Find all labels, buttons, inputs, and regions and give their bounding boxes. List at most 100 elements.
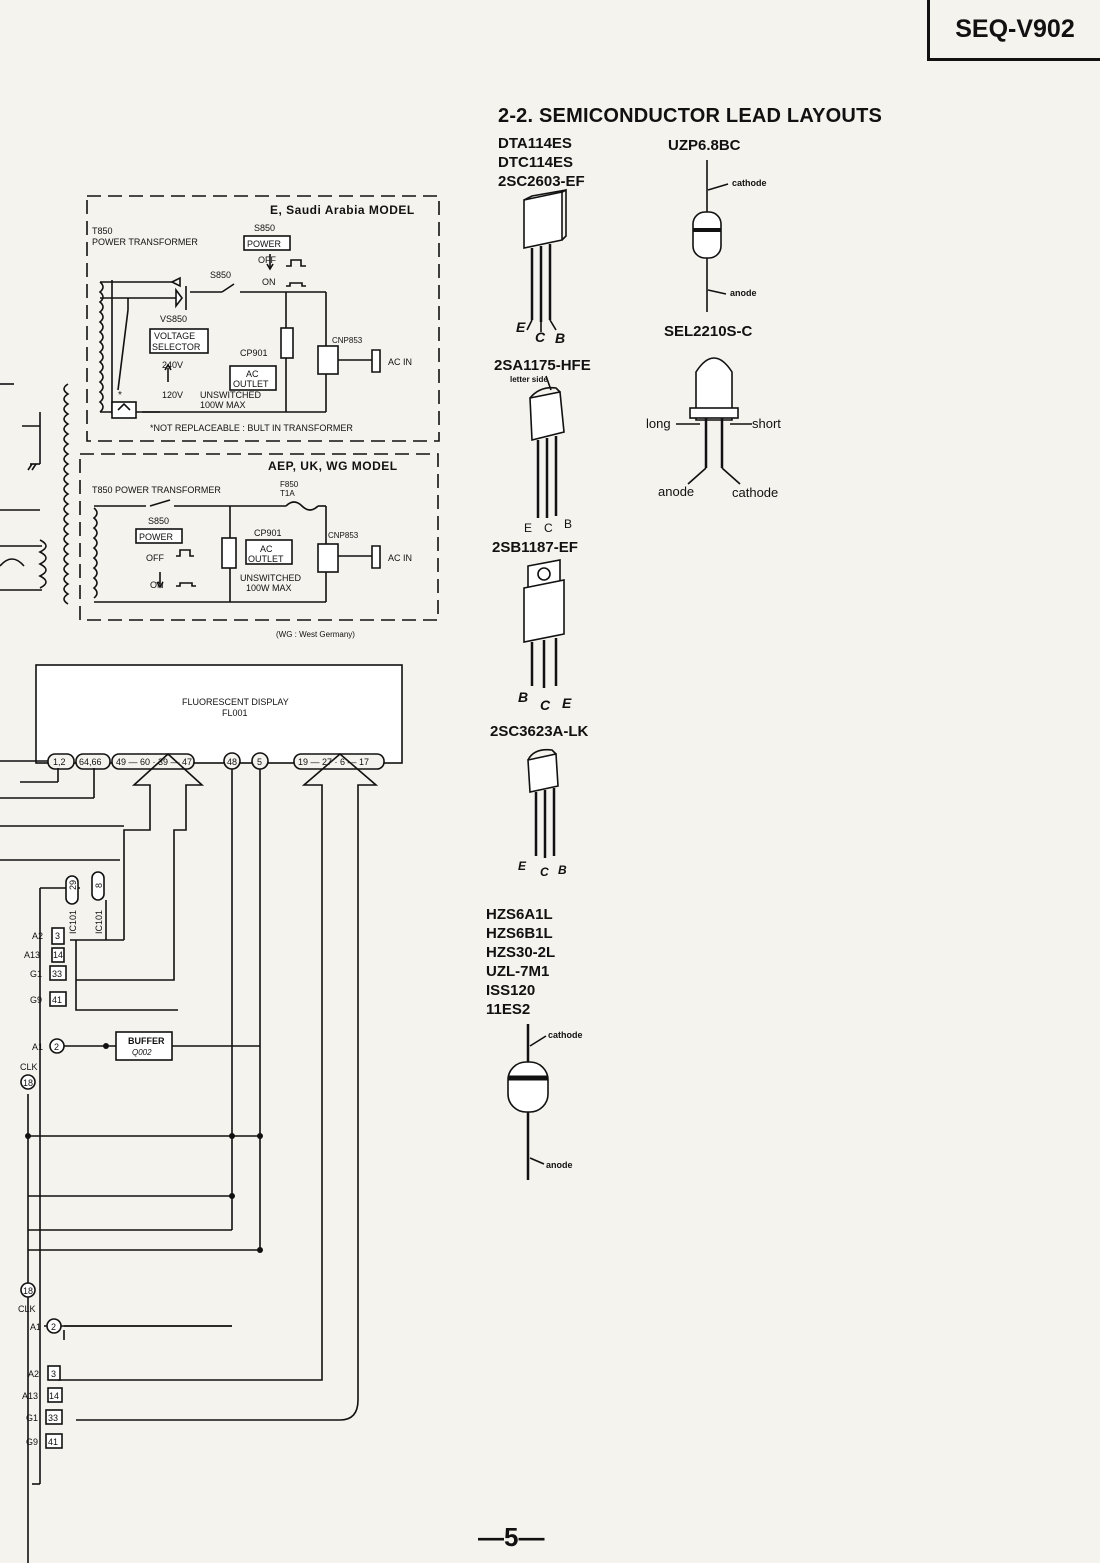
buffer-label: BUFFER <box>128 1036 165 1046</box>
led-cathode-label: cathode <box>732 485 778 500</box>
page-number: —5— <box>478 1522 545 1552</box>
pin-number: 3 <box>55 931 60 941</box>
part-number: DTA114ES <box>498 135 572 152</box>
part-group-sel2210: SEL2210S-C <box>664 322 752 341</box>
transistor-to92-icon <box>523 188 567 332</box>
cathode-label: cathode <box>732 178 767 188</box>
cp901-label: CP901 <box>240 348 268 358</box>
led-long-label: long <box>646 416 671 431</box>
note-label: *NOT REPLACEABLE : BULT IN TRANSFORMER <box>150 423 353 433</box>
off-label: OFF <box>258 255 276 265</box>
ic101-label: IC101 <box>68 910 78 934</box>
junction-dots <box>25 1043 263 1253</box>
aep-cnp853-label: CNP853 <box>328 531 359 540</box>
part-number: UZL-7M1 <box>486 963 550 980</box>
cnp853-label: CNP853 <box>332 336 363 345</box>
diode-icon <box>507 1024 549 1180</box>
led-short-label: short <box>752 416 781 431</box>
part-number: UZP6.8BC <box>668 137 741 154</box>
led-icon <box>676 357 752 485</box>
switch-s850-label: S850 <box>210 270 231 280</box>
saudi-title: E, Saudi Arabia MODEL <box>270 203 415 217</box>
pin-number: 2 <box>51 1322 56 1332</box>
pin-number: 41 <box>48 1437 58 1447</box>
display-title: FLUORESCENT DISPLAY <box>182 697 289 707</box>
pin-number: 33 <box>52 969 62 979</box>
voltage-label: VOLTAGE <box>154 331 195 341</box>
aep-circuit <box>92 499 381 603</box>
pin-label-c: C <box>540 697 551 713</box>
part-number: HZS6B1L <box>486 925 553 942</box>
pin-a13-label: A13 <box>22 1391 38 1401</box>
pin-label-e: E <box>518 859 527 873</box>
pin-a13-label: A13 <box>24 950 40 960</box>
aep-max-label: 100W MAX <box>246 583 292 593</box>
pin-number: 18 <box>23 1286 33 1296</box>
aep-outlet-label: OUTLET <box>248 554 284 564</box>
wg-note: (WG : West Germany) <box>276 630 355 639</box>
transistor-2sc3623-icon <box>527 748 559 858</box>
display-pin-label: 19 — 27 · 6 — 17 <box>298 757 369 767</box>
display-ref: FL001 <box>222 708 248 718</box>
display-pin-label: 64,66 <box>79 757 102 767</box>
saudi-model-frame <box>86 195 440 442</box>
pin-g9-label: G9 <box>30 995 42 1005</box>
aep-on-label: ON <box>150 580 164 590</box>
ic101-pin-label: 8 <box>94 883 104 888</box>
section-title: 2-2. SEMICONDUCTOR LEAD LAYOUTS <box>498 105 883 127</box>
unswitched-label: UNSWITCHED <box>200 390 261 400</box>
anode-label: anode <box>730 288 757 298</box>
pin-number: 14 <box>53 950 63 960</box>
pin-g1-label: G1 <box>30 969 42 979</box>
part-number: 2SC2603-EF <box>498 173 585 190</box>
pin-bubbles <box>20 871 105 1449</box>
aep-model-frame <box>79 453 439 621</box>
aep-off-label: OFF <box>146 553 164 563</box>
display-pin-label: 5 <box>257 757 262 767</box>
led-anode-label: anode <box>658 484 694 499</box>
pin-clk-label: CLK <box>20 1062 38 1072</box>
ac-label: AC <box>246 369 259 379</box>
on-label: ON <box>262 277 276 287</box>
pin-label-b: B <box>564 517 572 531</box>
t1a-label: T1A <box>280 489 295 498</box>
pin-label-c: C <box>544 521 553 535</box>
model-number-box: SEQ-V902 <box>927 0 1100 61</box>
aep-power-label: POWER <box>139 532 174 542</box>
pin-label-e: E <box>562 695 572 711</box>
aep-unswitched-label: UNSWITCHED <box>240 573 301 583</box>
part-number: 2SB1187-EF <box>492 539 578 556</box>
part-group-uzp6: UZP6.8BC <box>668 136 741 155</box>
part-number: 11ES2 <box>486 1001 531 1018</box>
main-transformer-icon <box>0 383 70 605</box>
transistor-2sa1175-icon <box>529 375 565 518</box>
f850-label: F850 <box>280 480 299 489</box>
pin-number: 41 <box>52 995 62 1005</box>
pin-number: 3 <box>51 1369 56 1379</box>
t850-label: T850 <box>92 226 113 236</box>
v120-label: 120V <box>162 390 183 400</box>
aep-s850-label: S850 <box>148 516 169 526</box>
s850-label: S850 <box>254 223 275 233</box>
transformer-label: POWER TRANSFORMER <box>92 237 198 247</box>
max-label: 100W MAX <box>200 400 246 410</box>
aep-cp901-label: CP901 <box>254 528 282 538</box>
cathode-label: cathode <box>548 1030 583 1040</box>
zener-diode-icon <box>692 160 729 312</box>
saudi-circuit <box>98 235 381 419</box>
part-group-2sc3623: 2SC3623A-LK <box>490 722 588 741</box>
pin-a2-label: A2 <box>28 1369 39 1379</box>
letter-side-label: letter side <box>510 375 548 384</box>
pin-number: 14 <box>49 1391 59 1401</box>
acin-label: AC IN <box>388 357 412 367</box>
pin-g1-label: G1 <box>26 1413 38 1423</box>
pin-a1-label: A1 <box>32 1042 43 1052</box>
part-group-diodes: HZS6A1L HZS6B1L HZS30-2L UZL-7M1 ISS120 … <box>486 905 555 1019</box>
display-wiring <box>0 752 379 1563</box>
part-number: ISS120 <box>486 982 536 999</box>
part-number: 2SC3623A-LK <box>490 723 589 740</box>
aep-ac-label: AC <box>260 544 273 554</box>
model-number: SEQ-V902 <box>955 14 1075 43</box>
part-number: SEL2210S-C <box>664 323 753 340</box>
